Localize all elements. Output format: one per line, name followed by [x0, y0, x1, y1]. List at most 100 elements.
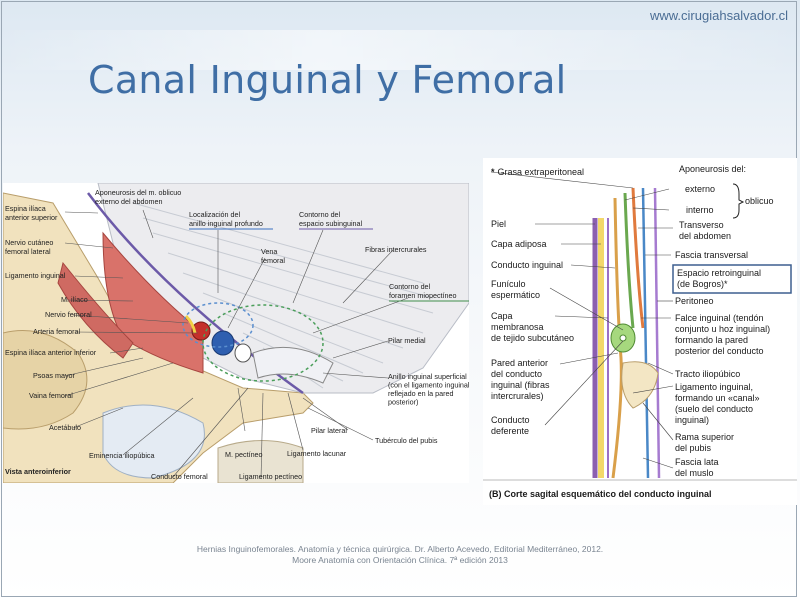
label-arteria-femoral: Arteria femoral: [33, 327, 81, 336]
label-peritoneo: Peritoneo: [675, 296, 714, 306]
label-contorno-foramen-1: Contorno del: [389, 282, 431, 291]
label-ligamento-pectineo: Ligamento pectíneo: [239, 472, 302, 481]
pelvic-bone: [2, 192, 314, 484]
label-ligamento-lacunar: Ligamento lacunar: [287, 449, 347, 458]
label-contorno-espacio-2: espacio subinguinal: [299, 219, 363, 228]
svg-text:Espacio retroinguinal(de Bogro: Espacio retroinguinal(de Bogros)*: [677, 268, 761, 289]
label-fascia-transversal: Fascia transversal: [675, 250, 748, 260]
label-espacio-retroinguinal-1: Espacio retroinguinal: [677, 268, 761, 278]
label-vena-femoral-2: femoral: [261, 256, 285, 265]
label-funiculo-2: espermático: [491, 290, 540, 300]
label-rama-superior-1: Rama superior: [675, 432, 734, 442]
label-grasa-star: *: [491, 167, 495, 177]
transversalis-fascia: [641, 187, 650, 479]
label-localizacion-1: Localización del: [189, 210, 241, 219]
femoral-artery: [191, 321, 211, 341]
label-anillo-superficial-4: posterior): [388, 398, 418, 407]
acetabulum: [102, 404, 205, 479]
femoral-canal: [234, 343, 252, 363]
label-conducto-deferente-1: Conducto: [491, 415, 530, 425]
label-falce-1: Falce inguinal (tendón: [675, 313, 764, 323]
label-pared-anterior-3: inguinal (fibras: [491, 380, 550, 390]
label-pilar-medial: Pilar medial: [388, 336, 426, 345]
pubic-ramus: [621, 361, 659, 409]
label-localizacion-2: anillo inguinal profundo: [189, 219, 263, 228]
iliac-spine: [2, 330, 88, 430]
label-conducto-femoral: Conducto femoral: [151, 472, 208, 481]
label-psoas-mayor: Psoas mayor: [33, 371, 76, 380]
svg-text:Ligamento inguinal,formando un: Ligamento inguinal,formando un «canal»(s…: [675, 382, 760, 425]
label-externo: externo: [685, 184, 715, 194]
label-tuberculo-pubis: Tubérculo del pubis: [375, 436, 438, 445]
label-rama-superior-2: del pubis: [675, 443, 712, 453]
transversus-layer: [631, 187, 645, 329]
pectineus-muscle: [217, 440, 304, 484]
retroinguinal-space-box: [672, 264, 792, 294]
label-tracto-iliopubico: Tracto iliopúbico: [675, 369, 740, 379]
external-oblique-layer: [611, 197, 623, 479]
leader-lines: [64, 209, 409, 480]
label-m-iliaco: M. ilíaco: [61, 295, 88, 304]
label-ligamento-canal-2: formando un «canal»: [675, 393, 760, 403]
footer-reference-1: Hernias Inguinofemorales. Anatomía y téc…: [196, 544, 604, 554]
label-espina-iliaca-anterior-superior-1: Espina ilíaca: [5, 204, 46, 213]
label-vena-femoral-1: Vena: [261, 247, 277, 256]
label-contorno-espacio-1: Contorno del: [299, 210, 341, 219]
figure-caption: (B) Corte sagital esquemático del conduc…: [489, 489, 712, 499]
spermatic-cord: [252, 346, 334, 384]
label-interno: interno: [686, 205, 714, 215]
label-falce-4: posterior del conducto: [675, 346, 764, 356]
label-falce-3: formando la pared: [675, 335, 748, 345]
right-figure-labels: *Grasa extraperitoneal Aponeurosis del: …: [491, 164, 774, 478]
label-m-pectineo: M. pectíneo: [225, 450, 263, 459]
label-ligamento-canal-4: inguinal): [675, 415, 709, 425]
femoral-nerve: [184, 314, 197, 334]
label-pilar-lateral: Pilar lateral: [311, 426, 347, 435]
internal-oblique-layer: [623, 192, 635, 329]
label-capa-membranosa-1: Capa: [491, 311, 513, 321]
oblique-bracket: [732, 183, 745, 219]
figure-sagittal-section: *Grasa extraperitoneal Aponeurosis del: …: [483, 158, 797, 505]
femoral-vein: [211, 330, 235, 356]
label-aponeurosis-2: externo del abdomen: [95, 197, 163, 206]
label-espina-iliaca-anterior-inferior: Espina ilíaca anterior inferior: [5, 348, 97, 357]
psoas-muscle: [57, 261, 134, 359]
footer-reference-2: Moore Anatomía con Orientación Clínica. …: [292, 555, 508, 565]
label-conducto-inguinal: Conducto inguinal: [491, 260, 563, 270]
label-capa-adiposa: Capa adiposa: [491, 239, 547, 249]
label-ligamento-canal-3: (suelo del conducto: [675, 404, 753, 414]
svg-text:Anillo inguinal superficial(co: Anillo inguinal superficial(con el ligam…: [388, 372, 469, 407]
label-transverso-1: Transverso: [679, 220, 724, 230]
site-url[interactable]: www.cirugiahsalvador.cl: [649, 8, 788, 23]
slide-title: Canal Inguinal y Femoral: [88, 58, 567, 102]
sagittal-section-illustration: *Grasa extraperitoneal Aponeurosis del: …: [483, 164, 797, 499]
label-piel: Piel: [491, 219, 506, 229]
peritoneum-layer: [653, 187, 661, 479]
myopectineal-outline: [202, 304, 324, 382]
label-vista-anteroinferior: Vista anteroinferior: [5, 467, 71, 476]
label-oblicuo: oblicuo: [745, 196, 774, 206]
header-decoration: [0, 30, 800, 70]
label-nervio-cutaneo-1: Nervio cutáneo: [5, 238, 53, 247]
label-grasa: Grasa extraperitoneal: [498, 167, 585, 177]
label-anillo-superficial-2: (con el ligamento inguinal: [388, 381, 469, 390]
label-vaina-femoral: Vaina femoral: [29, 391, 73, 400]
label-aponeurosis-1: Aponeurosis del m. oblicuo: [95, 188, 181, 197]
label-pared-anterior-1: Pared anterior: [491, 358, 548, 368]
right-leader-lines: [490, 171, 674, 469]
ductus-deferens: [619, 334, 627, 342]
label-funiculo-1: Funículo: [491, 279, 526, 289]
label-conducto-deferente-2: deferente: [491, 426, 529, 436]
